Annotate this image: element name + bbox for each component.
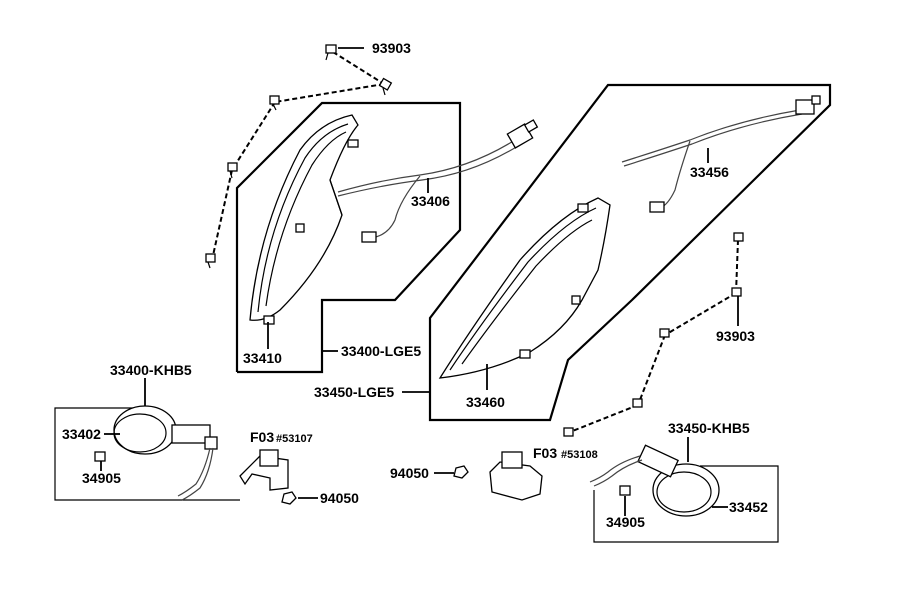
label-33406: 33406: [411, 193, 450, 209]
right-assembly-frame: [428, 83, 832, 422]
label-f03-right: F03: [533, 445, 557, 461]
right-bracket: [489, 451, 543, 501]
left-harness: [337, 119, 539, 243]
screw-icon: [632, 398, 643, 408]
screw-icon: [325, 44, 337, 61]
right-turn-lamp: [589, 444, 720, 517]
screw-icon: [205, 253, 216, 269]
bulb-icon: [94, 451, 106, 462]
nut-icon: [453, 465, 469, 479]
left-assembly-frame: [235, 101, 462, 374]
label-33402: 33402: [62, 426, 101, 442]
left-turn-lamp: [113, 405, 218, 501]
label-53107: #53107: [276, 433, 313, 445]
label-94050-left: 94050: [320, 490, 359, 506]
label-34905-right: 34905: [606, 514, 645, 530]
label-33456: 33456: [690, 164, 729, 180]
screw-icon: [563, 427, 574, 437]
label-f03-left: F03: [250, 429, 274, 445]
left-lamp-housing: [249, 114, 359, 325]
label-33460: 33460: [466, 394, 505, 410]
label-33450-khb5: 33450-KHB5: [668, 420, 750, 436]
screw-icon: [227, 162, 238, 179]
nut-icon: [281, 491, 297, 505]
screw-chain-right: [563, 232, 744, 437]
label-33400-lge5: 33400-LGE5: [341, 343, 421, 359]
label-93903-right: 93903: [716, 328, 755, 344]
screw-icon: [269, 95, 280, 111]
bulb-icon: [619, 485, 631, 496]
right-lamp-frame: [593, 465, 779, 543]
label-33410: 33410: [243, 350, 282, 366]
label-33400-khb5: 33400-KHB5: [110, 362, 192, 378]
leader-lines: [100, 47, 739, 516]
left-lamp-frame: [54, 407, 240, 501]
label-53108: #53108: [561, 449, 598, 461]
left-bracket: [239, 449, 289, 491]
screw-icon: [659, 328, 670, 338]
label-33450-lge5: 33450-LGE5: [314, 384, 394, 400]
label-34905-left: 34905: [82, 470, 121, 486]
label-93903-top: 93903: [372, 40, 411, 56]
right-lamp-housing: [438, 197, 611, 379]
label-33452: 33452: [729, 499, 768, 515]
screw-icon: [378, 77, 393, 96]
screw-icon: [733, 232, 744, 242]
label-94050-right: 94050: [390, 465, 429, 481]
screw-icon: [731, 287, 742, 297]
screw-chain-left: [205, 44, 393, 269]
right-harness: [621, 95, 821, 213]
